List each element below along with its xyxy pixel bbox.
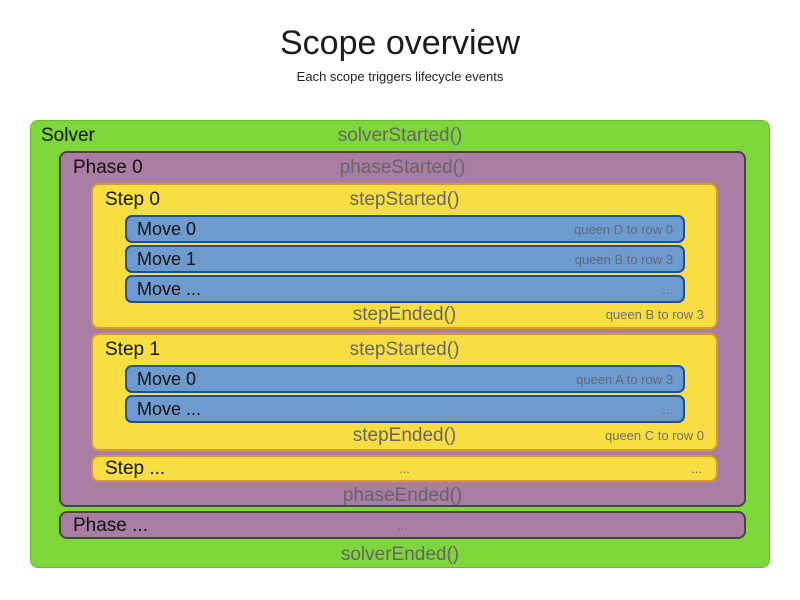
page-subtitle: Each scope triggers lifecycle events [296, 69, 504, 84]
move-label: Move 1 [137, 248, 197, 269]
move-label: Move ... [137, 278, 202, 299]
step-0-header-row: Step 0 stepStarted() [93, 185, 716, 215]
step-1-move-etc-box: Move ... ... [125, 395, 685, 423]
move-label: Move 0 [137, 218, 197, 239]
step-0-move-1-box: Move 1 queen B to row 3 [125, 245, 685, 273]
solver-scope-box: Solver solverStarted() Phase 0 phaseStar… [30, 120, 770, 568]
step-1-header-row: Step 1 stepStarted() [93, 335, 716, 365]
solver-header-row: Solver solverStarted() [31, 121, 769, 151]
phase-0-scope-box: Phase 0 phaseStarted() Step 0 stepStarte… [59, 151, 746, 507]
step-0-label: Step 0 [105, 189, 160, 210]
page-title: Scope overview [279, 24, 520, 62]
phase-0-footer-row: phaseEnded() [61, 482, 744, 509]
phase-etc-scope-box: Phase ... ... [59, 511, 746, 539]
solver-footer-row: solverEnded() [31, 541, 769, 569]
step-1-ended-note: queen C to row 0 [604, 428, 704, 443]
step-0-ended-note: queen B to row 3 [605, 307, 704, 322]
move-note: queen B to row 3 [574, 251, 673, 267]
step-1-scope-box: Step 1 stepStarted() Move 0 queen A to r… [91, 333, 718, 451]
step-1-ended-event: stepEnded() [352, 425, 457, 446]
solver-label: Solver [41, 125, 95, 146]
phase-0-started-event: phaseStarted() [339, 157, 466, 178]
step-0-started-event: stepStarted() [349, 189, 460, 210]
step-etc-center-ellipsis: ... [399, 461, 410, 476]
move-note: queen D to row 0 [573, 221, 673, 237]
phase-etc-row: Phase ... ... [61, 513, 744, 541]
move-note: ... [662, 401, 673, 417]
step-0-scope-box: Step 0 stepStarted() Move 0 queen D to r… [91, 183, 718, 329]
phase-0-label: Phase 0 [73, 157, 143, 178]
step-0-move-0-box: Move 0 queen D to row 0 [125, 215, 685, 243]
solver-started-event: solverStarted() [337, 125, 463, 146]
step-etc-label: Step ... [105, 458, 166, 479]
move-label: Move ... [137, 398, 202, 419]
step-0-ended-event: stepEnded() [352, 304, 457, 325]
step-1-started-event: stepStarted() [349, 339, 460, 360]
move-note: queen A to row 3 [576, 371, 673, 387]
step-etc-scope-box: Step ... ... ... [91, 455, 718, 482]
step-1-move-0-box: Move 0 queen A to row 3 [125, 365, 685, 393]
step-etc-right-ellipsis: ... [691, 461, 702, 476]
phase-0-ended-event: phaseEnded() [342, 485, 463, 506]
step-0-move-etc-box: Move ... ... [125, 275, 685, 303]
step-1-footer-row: stepEnded() queen C to row 0 [93, 422, 716, 450]
solver-ended-event: solverEnded() [340, 544, 460, 565]
phase-etc-center-ellipsis: ... [397, 518, 408, 533]
move-note: ... [662, 281, 673, 297]
phase-etc-label: Phase ... [73, 515, 148, 536]
move-label: Move 0 [137, 368, 197, 389]
step-1-label: Step 1 [105, 339, 160, 360]
phase-0-header-row: Phase 0 phaseStarted() [61, 153, 744, 183]
step-0-footer-row: stepEnded() queen B to row 3 [93, 301, 716, 329]
step-etc-row: Step ... ... ... [93, 457, 716, 484]
